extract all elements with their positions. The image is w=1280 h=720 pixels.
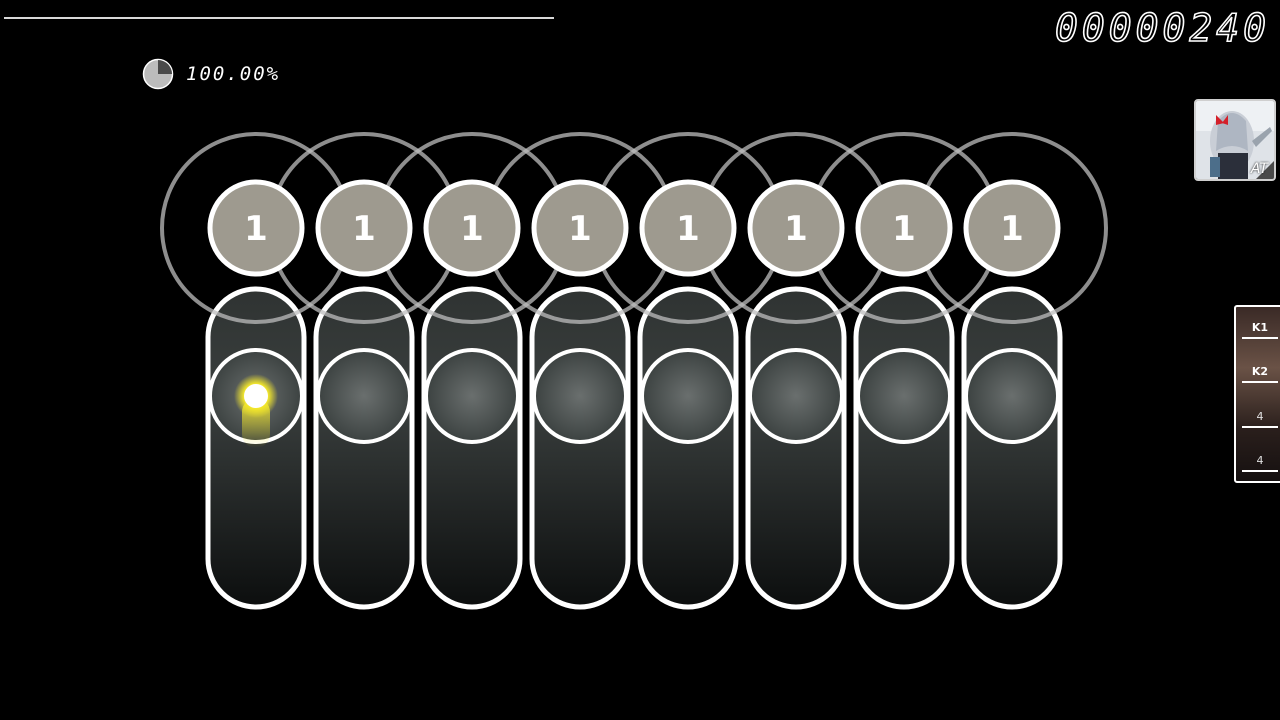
hit-circle[interactable] [639, 179, 737, 277]
slider-body [961, 286, 1063, 610]
hit-circle[interactable] [315, 179, 413, 277]
key-label-k2: K2 [1251, 365, 1269, 378]
key-slot-m2: 4 [1242, 454, 1278, 472]
hit-circle[interactable] [531, 179, 629, 277]
score-counter: 00000240 [1054, 5, 1270, 51]
slider-ball [424, 348, 520, 444]
key-count-m2: 4 [1256, 454, 1264, 467]
hit-circle-number: 1 [892, 209, 916, 249]
hit-circle-number: 1 [568, 209, 592, 249]
key-label-k1: K1 [1251, 321, 1269, 334]
character-portrait-icon [1196, 101, 1274, 179]
hit-circle-number: 1 [1000, 209, 1024, 249]
slider-body [529, 286, 631, 610]
slider-ball [532, 348, 628, 444]
hit-circle-number: 1 [676, 209, 700, 249]
key-slot-k1: K1 [1242, 321, 1278, 339]
hit-circle[interactable] [423, 179, 521, 277]
hit-circle-number: 1 [784, 209, 808, 249]
slider-ball [640, 348, 736, 444]
slider-body [637, 286, 739, 610]
hit-circle[interactable] [963, 179, 1061, 277]
cursor [244, 384, 268, 408]
hit-circle[interactable] [855, 179, 953, 277]
accuracy-pie-icon [142, 58, 174, 90]
key-slot-k2: K2 [1242, 365, 1278, 383]
accuracy-value: 100.00% [186, 63, 281, 85]
mod-card: AT [1194, 99, 1276, 181]
slider-ball [964, 348, 1060, 444]
hit-circle-number: 1 [352, 209, 376, 249]
key-slot-m1: 4 [1242, 410, 1278, 428]
hit-circle[interactable] [207, 179, 305, 277]
slider-ball [316, 348, 412, 444]
slider-ball [748, 348, 844, 444]
accuracy-display: 100.00% [142, 58, 280, 90]
slider-body [745, 286, 847, 610]
key-overlay: K1 K2 4 4 [1234, 305, 1280, 483]
slider-body [853, 286, 955, 610]
hit-circle-number: 1 [244, 209, 268, 249]
mod-label: AT [1250, 161, 1268, 177]
slider-body [313, 286, 415, 610]
hit-circle-number: 1 [460, 209, 484, 249]
key-count-m1: 4 [1256, 410, 1264, 423]
slider-body [421, 286, 523, 610]
song-progress-bar [4, 17, 554, 19]
hit-circle[interactable] [747, 179, 845, 277]
slider-ball [856, 348, 952, 444]
